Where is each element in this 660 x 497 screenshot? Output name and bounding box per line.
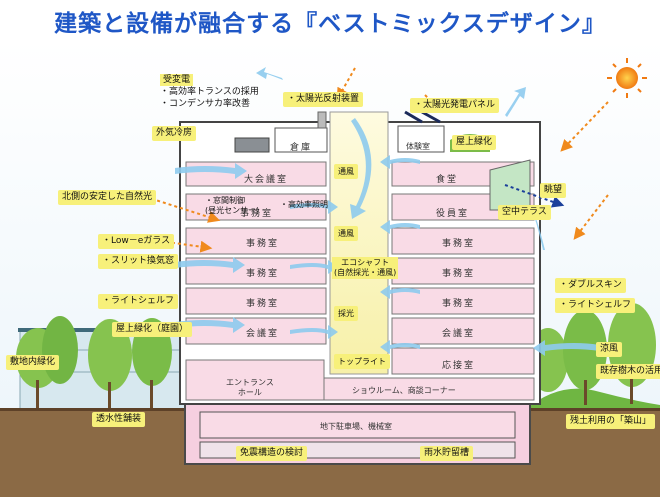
entrance-hall-label-2: ホール: [237, 388, 262, 397]
callout-view: 眺望: [540, 183, 567, 198]
right-floor-room: [391, 347, 535, 375]
right-floor-room: [391, 317, 535, 345]
callout-eco-shaft: エコシャフト (自然採光・通風): [332, 257, 399, 279]
callout-sky-terrace: 空中テラス: [498, 205, 551, 220]
callout-soil-hill: 残土利用の「築山」: [566, 414, 656, 429]
room-meeting-l: 会議室: [246, 329, 280, 339]
callout-light-shelf-left: ・ライトシェルフ: [98, 294, 179, 309]
room-entrance-hall: エントランス ホール: [226, 378, 274, 398]
callout-daylighting: 採光: [334, 306, 358, 321]
room-office-l2: 事務室: [246, 239, 280, 249]
room-office-r4: 事務室: [442, 299, 476, 309]
callout-solar-panel: ・太陽光発電パネル: [410, 98, 500, 113]
room-storage: 倉庫: [290, 143, 313, 153]
callout-rooftop-green: 屋上緑化: [452, 135, 497, 150]
callout-north-light: 北側の安定した自然光: [58, 190, 157, 205]
eco-shaft-sub: (自然採光・通風): [334, 268, 397, 277]
callout-outdoor-cooling: 外気冷房: [152, 126, 197, 141]
substation-title: 受変電: [160, 74, 194, 86]
room-office-l1: 事務室: [240, 209, 274, 219]
callout-slit-vent: ・スリット換気窓: [98, 254, 179, 269]
callout-low-e-glass: ・Low－eガラス: [98, 234, 175, 249]
room-office-r2: 事務室: [442, 239, 476, 249]
callout-courtyard-green: 屋上緑化（庭園）: [112, 322, 193, 337]
callout-seismic-isolation: 免震構造の検討: [236, 446, 308, 461]
callout-ventilation-2: 通風: [334, 226, 358, 241]
room-reception: 応接室: [442, 361, 476, 371]
room-meeting-r: 会議室: [442, 329, 476, 339]
room-office-l3: 事務室: [246, 269, 280, 279]
eco-shaft-label: エコシャフト: [341, 258, 390, 267]
window-control-sub: (昼光センサー): [205, 206, 260, 215]
window-control-label: ・窓間制御: [205, 196, 245, 205]
callout-permeable-paving: 透水性舗装: [92, 412, 146, 427]
airflow-arrows: [175, 67, 600, 356]
callout-ventilation-1: 通風: [334, 164, 358, 179]
page-title: 建築と設備が融合する『ベストミックスデザイン』: [54, 10, 606, 37]
sun-icon: [607, 58, 647, 98]
entrance-hall-label-1: エントランス: [226, 378, 274, 387]
callout-rainwater-tank: 雨水貯留槽: [420, 446, 474, 461]
callout-solar-reflector: ・太陽光反射装置: [283, 92, 364, 107]
callout-top-light: トップライト: [334, 354, 390, 369]
callout-window-control: ・窓間制御 (昼光センサー): [205, 196, 259, 216]
room-showroom: ショウルーム、商談コーナー: [352, 386, 456, 395]
right-floor-room: [391, 227, 535, 255]
callout-site-green: 敷地内緑化: [6, 355, 60, 370]
building-section: [179, 110, 541, 465]
room-cafeteria: 食堂: [436, 175, 459, 185]
room-executive: 役員室: [436, 209, 470, 219]
room-parking: 地下駐車場、機械室: [320, 422, 392, 431]
left-floor-room: [185, 161, 327, 187]
substation-item-2: ・コンデンサカ率改善: [160, 99, 251, 109]
room-large-meeting: 大会議室: [244, 175, 289, 185]
room-office-l4: 事務室: [246, 299, 280, 309]
callout-substation: 受変電 ・高効率トランスの採用 ・コンデンサカ率改善: [160, 74, 259, 110]
view-arrow: [504, 184, 565, 208]
callout-light-shelf-right: ・ライトシェルフ: [555, 298, 636, 313]
room-office-r3: 事務室: [442, 269, 476, 279]
substation-item-1: ・高効率トランスの採用: [160, 87, 259, 97]
callout-existing-trees: 既存樹木の活用: [596, 364, 660, 379]
callout-efficient-lighting: ・高効率照明: [280, 200, 328, 209]
callout-cool-breeze: 涼風: [596, 342, 623, 357]
left-floor-room: [185, 287, 327, 315]
room-members: 体験室: [406, 142, 430, 151]
right-floor-room: [391, 257, 535, 285]
callout-double-skin: ・ダブルスキン: [555, 278, 626, 293]
